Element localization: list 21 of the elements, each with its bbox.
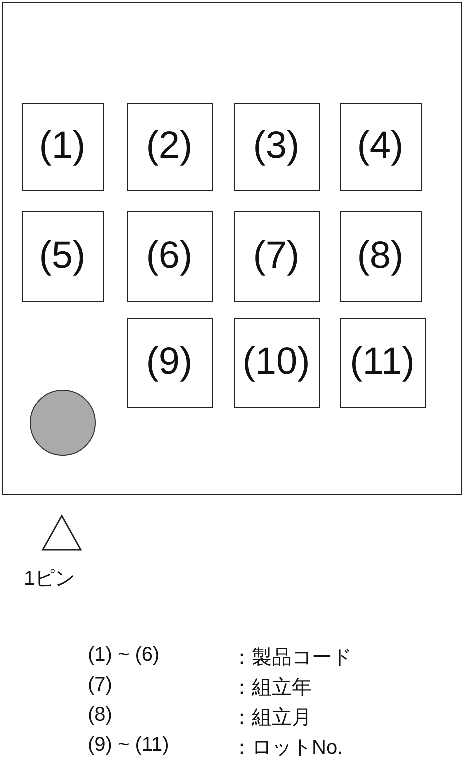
field-meaning-text: ：組立月 — [232, 706, 312, 731]
package-outline — [2, 2, 462, 495]
marking-field-box: (4) — [340, 102, 422, 190]
marking-field-box: (5) — [22, 210, 104, 302]
marking-field-box: (2) — [126, 102, 212, 190]
field-meaning-text: ：ロットNo. — [232, 736, 344, 761]
marking-field-box: (8) — [340, 210, 422, 302]
marking-field-box: (6) — [126, 210, 212, 302]
field-meaning-text: ：組立年 — [232, 676, 312, 701]
field-number-text: (1) ~ (6) — [88, 644, 160, 667]
marking-field-box: (11) — [340, 318, 426, 408]
field-meaning-text: ：製品コード — [232, 646, 352, 671]
marking-field-box: (3) — [234, 102, 320, 190]
marking-field-box: (1) — [22, 102, 104, 190]
field-number-text: (7) — [88, 674, 112, 697]
pin-label: 1ピン — [24, 567, 76, 592]
marking-field-box: (9) — [126, 318, 212, 408]
marking-field-box: (7) — [234, 210, 320, 302]
field-number-text: (8) — [88, 704, 112, 727]
marking-field-box: (10) — [234, 318, 320, 408]
field-number-text: (9) ~ (11) — [88, 734, 170, 757]
